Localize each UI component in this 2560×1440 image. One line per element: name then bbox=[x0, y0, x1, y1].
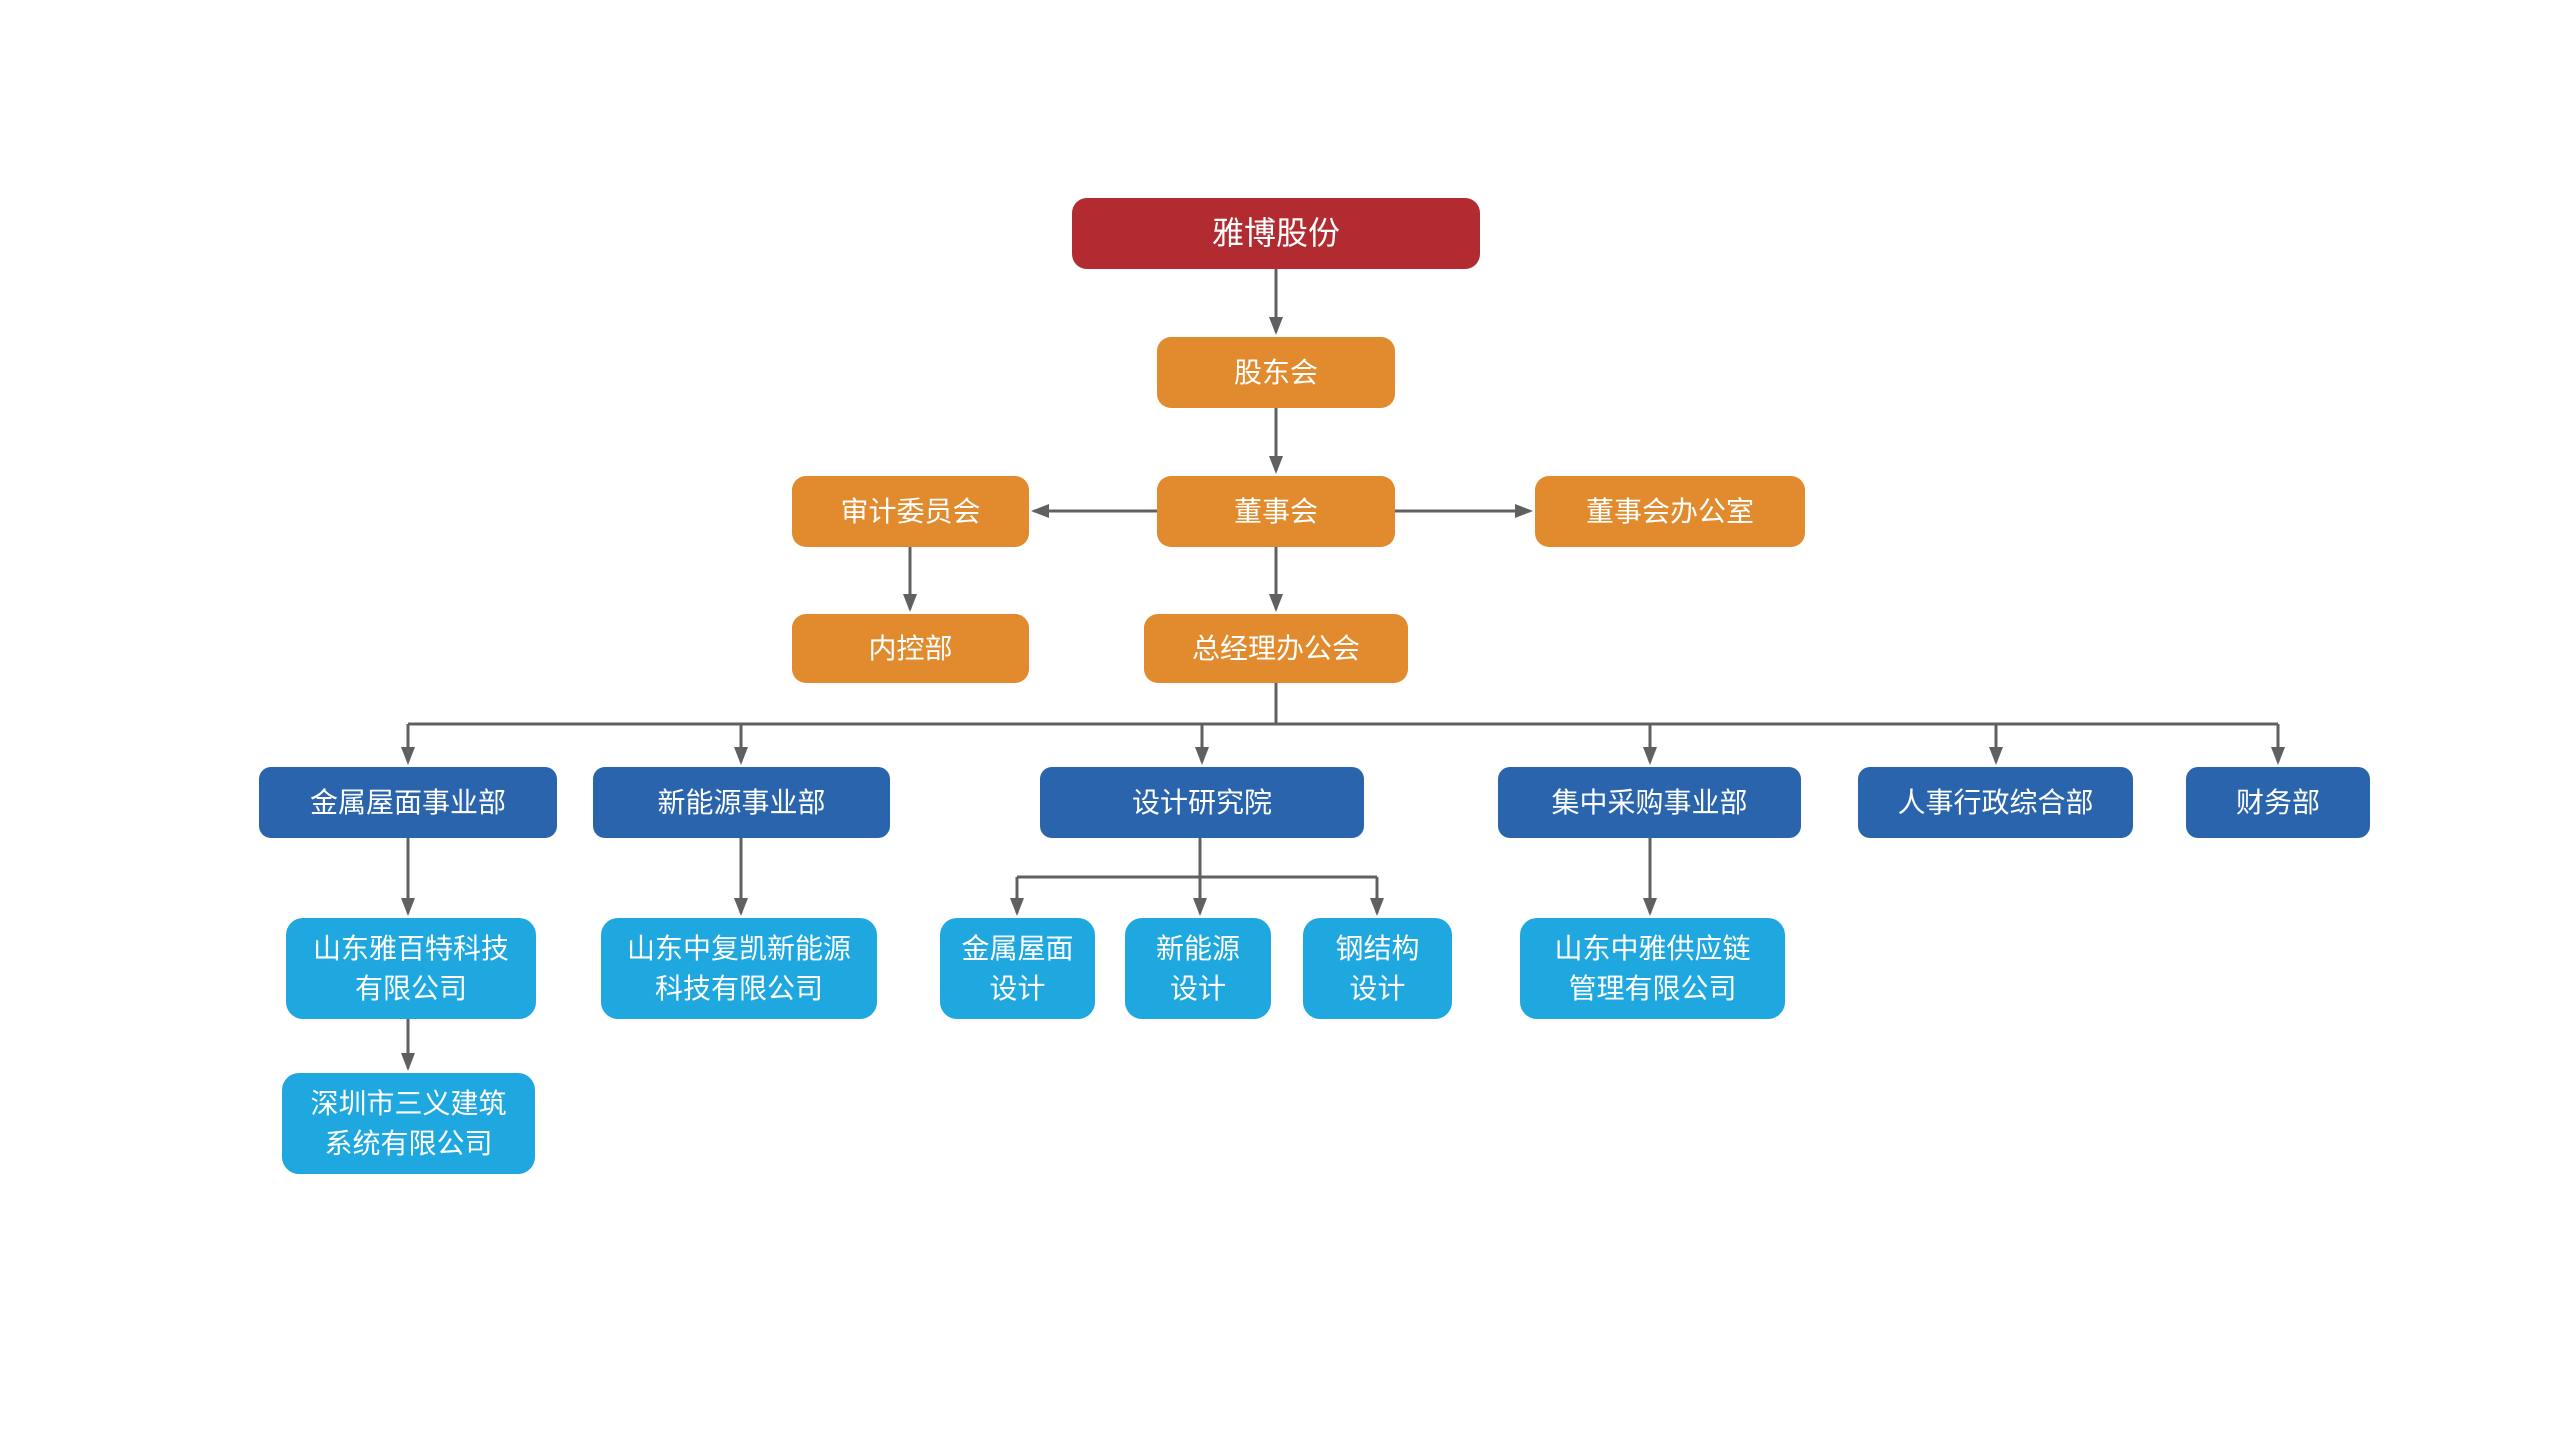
node-shareholders-meeting[interactable]: 股东会 bbox=[1157, 337, 1395, 408]
node-hr-admin-dept[interactable]: 人事行政综合部 bbox=[1858, 767, 2133, 838]
node-shandong-zhongya[interactable]: 山东中雅供应链 管理有限公司 bbox=[1520, 918, 1785, 1019]
node-yabo-holdings[interactable]: 雅博股份 bbox=[1072, 198, 1480, 269]
node-procurement-division[interactable]: 集中采购事业部 bbox=[1498, 767, 1801, 838]
node-board-of-directors[interactable]: 董事会 bbox=[1157, 476, 1395, 547]
node-design-institute[interactable]: 设计研究院 bbox=[1040, 767, 1364, 838]
node-finance-dept[interactable]: 财务部 bbox=[2186, 767, 2370, 838]
node-gm-office-meeting[interactable]: 总经理办公会 bbox=[1144, 614, 1408, 683]
node-metal-roofing-division[interactable]: 金属屋面事业部 bbox=[259, 767, 557, 838]
node-steel-structure-design[interactable]: 钢结构 设计 bbox=[1303, 918, 1452, 1019]
node-board-office[interactable]: 董事会办公室 bbox=[1535, 476, 1805, 547]
node-internal-control-dept[interactable]: 内控部 bbox=[792, 614, 1029, 683]
node-new-energy-design[interactable]: 新能源 设计 bbox=[1125, 918, 1271, 1019]
node-shandong-yabaite[interactable]: 山东雅百特科技 有限公司 bbox=[286, 918, 536, 1019]
node-new-energy-division[interactable]: 新能源事业部 bbox=[593, 767, 890, 838]
node-metal-roofing-design[interactable]: 金属屋面 设计 bbox=[940, 918, 1095, 1019]
node-shenzhen-sanyi[interactable]: 深圳市三义建筑 系统有限公司 bbox=[282, 1073, 535, 1174]
node-audit-committee[interactable]: 审计委员会 bbox=[792, 476, 1029, 547]
node-shandong-zhongfukai[interactable]: 山东中复凯新能源 科技有限公司 bbox=[601, 918, 877, 1019]
